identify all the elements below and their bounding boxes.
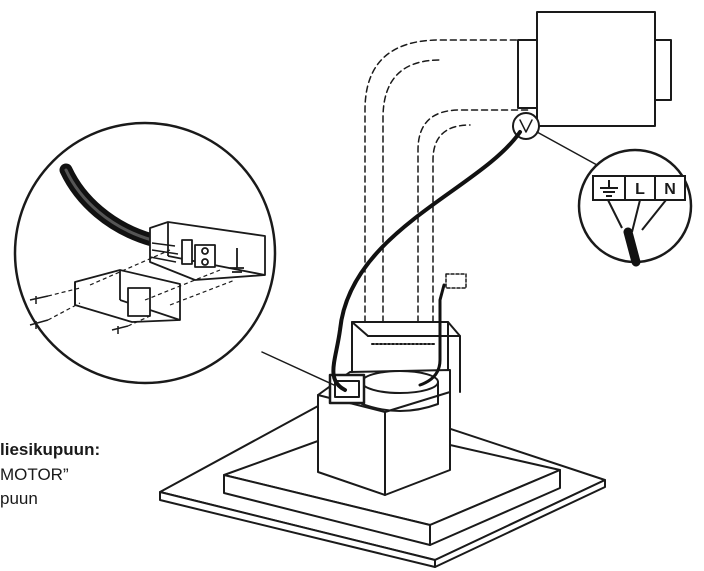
supply-cable xyxy=(331,130,522,392)
cable-clip xyxy=(445,273,467,289)
caption-line-3: puun xyxy=(0,489,38,508)
earth-symbol-icon xyxy=(600,180,618,197)
duct-dashed-lines xyxy=(364,39,529,323)
terminal-label-neutral: N xyxy=(664,181,676,198)
motor-housing xyxy=(317,321,461,496)
detail-circle-terminals: L N xyxy=(577,148,693,267)
leader-line-right xyxy=(536,131,598,166)
detail-circle-connector xyxy=(13,121,277,385)
caption-line-2: MOTOR” xyxy=(0,465,69,484)
caption-line-1: liesikupuun: xyxy=(0,440,101,459)
ceiling-junction-box xyxy=(517,11,672,127)
terminal-label-live: L xyxy=(635,181,645,198)
leader-line-left xyxy=(261,351,335,386)
